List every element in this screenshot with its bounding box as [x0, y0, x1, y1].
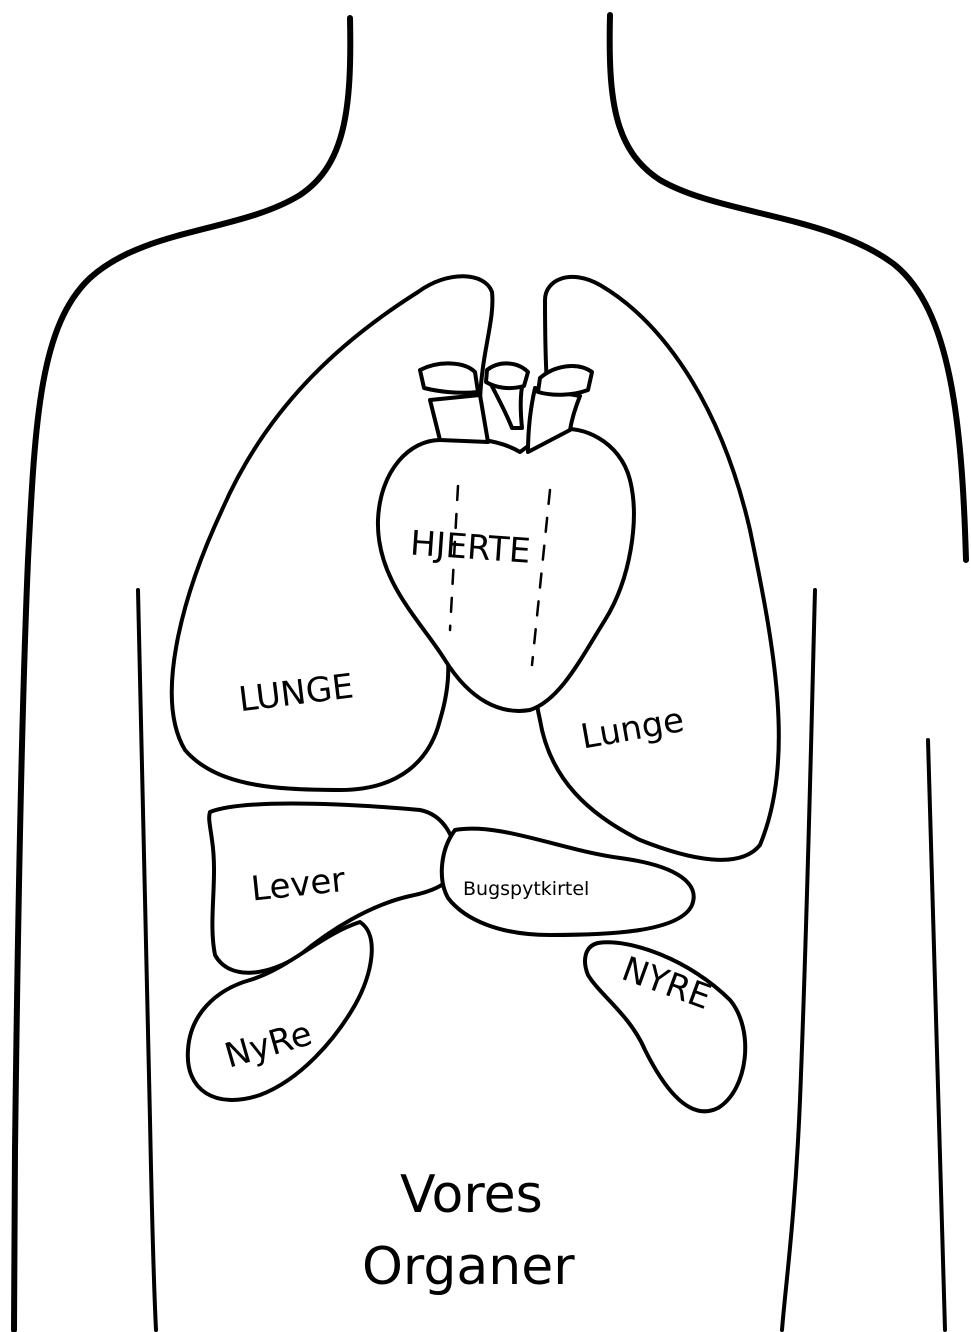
title-line-1: Vores — [400, 1165, 543, 1225]
inner-arm-left — [138, 590, 156, 1330]
vessel-middle-cap — [486, 363, 528, 388]
title-line-2: Organer — [362, 1237, 575, 1297]
arm-edge-right — [928, 740, 945, 1330]
vessel-left-cap — [420, 363, 478, 392]
inner-arm-right — [782, 590, 815, 1330]
label-pancreas: Bugspytkirtel — [463, 878, 589, 900]
label-heart: HJERTE — [409, 523, 532, 571]
vessel-left — [430, 395, 488, 442]
